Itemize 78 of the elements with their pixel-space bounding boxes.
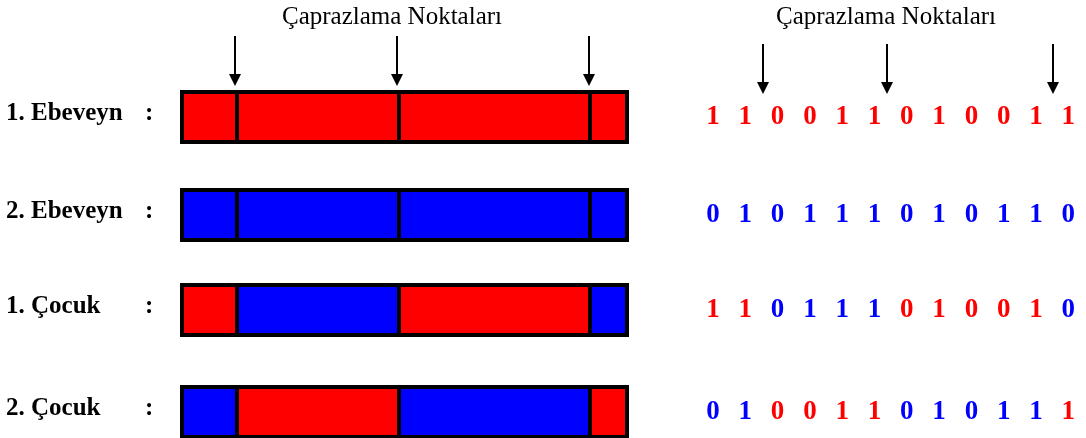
colon: :: [145, 291, 154, 319]
bit-digit: 0: [1060, 198, 1077, 229]
gene-segment: [184, 94, 235, 140]
bit-digit: 1: [866, 198, 883, 229]
bit-digit: 1: [866, 100, 883, 131]
bit-digit: 1: [931, 395, 947, 426]
row-label: 1. Çocuk: [6, 291, 101, 319]
bit-digit: 1: [737, 395, 754, 426]
bit-digit: 0: [899, 395, 915, 426]
chromosome-bar: [180, 90, 629, 144]
bit-digit: 0: [802, 100, 818, 131]
gene-segment: [184, 192, 235, 238]
heading: Çaprazlama Noktaları: [282, 2, 503, 30]
gene-segment: [588, 94, 625, 140]
bit-digit: 1: [834, 395, 850, 426]
row-label: 1. Ebeveyn: [6, 98, 123, 126]
bit-digit: 1: [931, 293, 947, 324]
bit-digit: 1: [931, 198, 947, 229]
chromosome-bar: [180, 385, 629, 438]
bit-digit: 1: [834, 293, 850, 324]
colon: :: [145, 393, 154, 421]
bit-digit: 1: [1028, 293, 1044, 324]
gene-segment: [397, 94, 588, 140]
bit-digit: 0: [963, 293, 980, 324]
bit-digit: 1: [995, 395, 1012, 426]
bit-digit: 1: [1060, 395, 1077, 426]
bit-digit: 0: [769, 198, 786, 229]
bit-digit: 0: [899, 293, 915, 324]
heading: Çaprazlama Noktaları: [776, 2, 997, 30]
bit-digit: 1: [705, 293, 721, 324]
bit-digit: 0: [769, 395, 786, 426]
bit-digit: 1: [866, 293, 883, 324]
row-label: 2. Çocuk: [6, 393, 101, 421]
bit-digit: 0: [963, 100, 980, 131]
gene-segment: [588, 287, 625, 333]
bit-digit: 1: [1028, 100, 1044, 131]
row-label: 2. Ebeveyn: [6, 196, 123, 224]
bit-digit: 1: [834, 198, 850, 229]
bit-digit: 0: [1060, 293, 1077, 324]
bit-digit: 1: [802, 293, 818, 324]
gene-segment: [588, 192, 625, 238]
bit-digit: 1: [995, 198, 1012, 229]
chromosome-bar: [180, 283, 629, 337]
bit-digit: 1: [1028, 395, 1044, 426]
bit-digit: 0: [705, 395, 721, 426]
bit-digit: 1: [1060, 100, 1077, 131]
colon: :: [145, 196, 154, 224]
gene-segment: [184, 287, 235, 333]
bit-digit: 1: [737, 198, 754, 229]
gene-segment: [397, 192, 588, 238]
chromosome-bar: [180, 188, 629, 242]
gene-segment: [184, 389, 235, 435]
bit-digit: 1: [1028, 198, 1044, 229]
bit-digit: 0: [769, 100, 786, 131]
bit-digit: 1: [705, 100, 721, 131]
bit-digit: 0: [899, 198, 915, 229]
gene-segment: [235, 389, 397, 435]
bit-digit: 1: [866, 395, 883, 426]
bit-digit: 1: [802, 198, 818, 229]
bit-digit: 0: [995, 100, 1012, 131]
bit-digit: 0: [995, 293, 1012, 324]
bit-digit: 0: [705, 198, 721, 229]
gene-segment: [235, 287, 397, 333]
gene-segment: [588, 389, 625, 435]
bit-digit: 0: [769, 293, 786, 324]
gene-segment: [235, 192, 397, 238]
bit-digit: 0: [963, 198, 980, 229]
gene-segment: [397, 389, 588, 435]
bit-digit: 1: [737, 293, 754, 324]
gene-segment: [235, 94, 397, 140]
bit-digit: 1: [834, 100, 850, 131]
bit-digit: 1: [931, 100, 947, 131]
colon: :: [145, 98, 154, 126]
gene-segment: [397, 287, 588, 333]
bit-digit: 0: [802, 395, 818, 426]
bit-digit: 1: [737, 100, 754, 131]
bit-digit: 0: [899, 100, 915, 131]
bit-digit: 0: [963, 395, 980, 426]
